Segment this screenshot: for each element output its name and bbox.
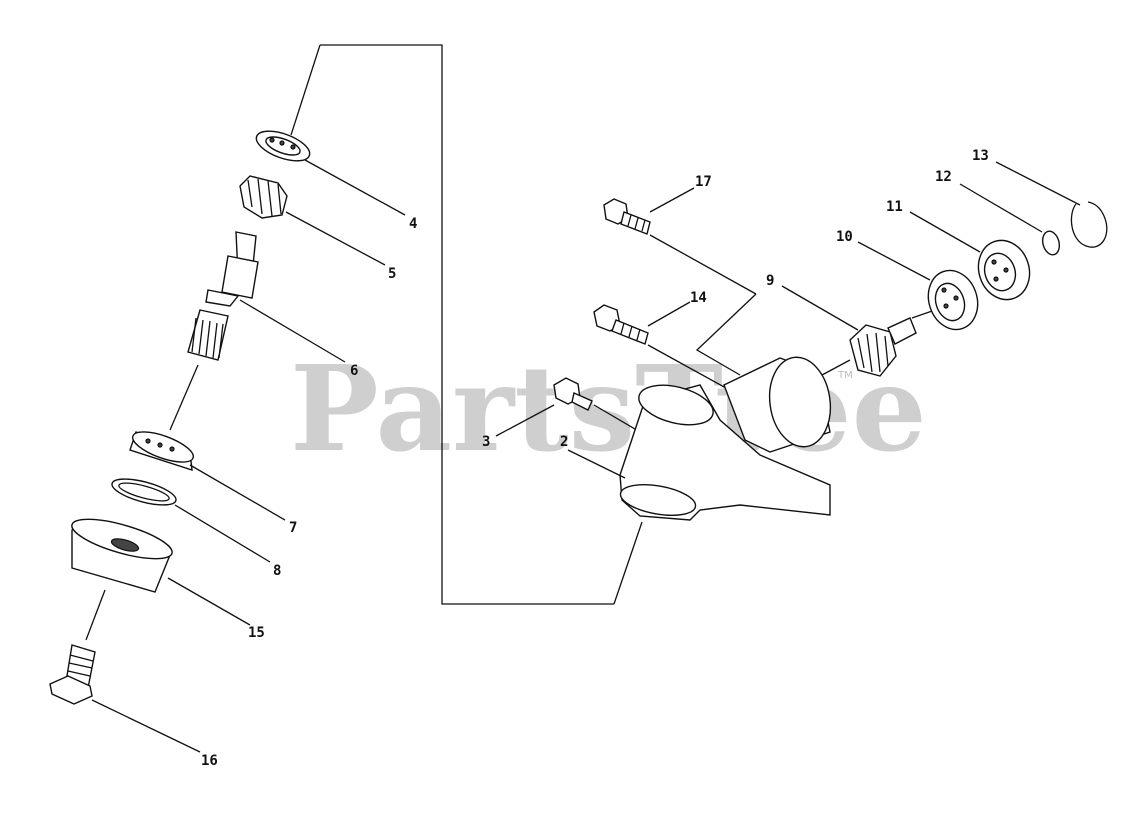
part-12-small-ring — [1041, 230, 1061, 256]
part-9-pinion-gear — [849, 317, 917, 377]
callout-13: 13 — [972, 148, 989, 164]
part-10-bearing — [927, 269, 979, 331]
watermark-text: PartsTree — [290, 339, 927, 478]
part-14-bolt — [593, 304, 649, 345]
callout-16: 16 — [201, 753, 218, 769]
callout-6: 6 — [350, 363, 358, 379]
callout-17: 17 — [695, 174, 712, 190]
part-11-bearing — [977, 239, 1031, 301]
part-8-retaining-ring — [111, 478, 177, 506]
part-15-bearing — [71, 518, 173, 593]
leader-lines — [91, 159, 1081, 753]
callout-9: 9 — [766, 273, 774, 289]
shaft-center-lines — [85, 234, 936, 641]
callout-5: 5 — [388, 266, 396, 282]
part-16-bolt — [49, 644, 96, 705]
callout-3: 3 — [482, 434, 490, 450]
part-5-bevel-gear — [239, 175, 288, 219]
part-4-bearing — [255, 130, 311, 162]
callout-15: 15 — [248, 625, 265, 641]
assembly-bracket — [290, 44, 643, 605]
callout-12: 12 — [935, 169, 952, 185]
callout-4: 4 — [409, 216, 417, 232]
callout-11: 11 — [886, 199, 903, 215]
part-2-gear-housing — [619, 356, 832, 521]
part-3-screw — [553, 377, 593, 411]
part-7-bearing — [129, 431, 195, 471]
callout-labels: 2 3 4 5 6 7 8 9 10 11 12 13 14 15 16 17 — [201, 148, 989, 769]
part-13-circlip — [1070, 201, 1108, 248]
callout-10: 10 — [836, 229, 853, 245]
callout-2: 2 — [560, 434, 568, 450]
callout-8: 8 — [273, 563, 281, 579]
part-17-bolt — [603, 198, 651, 235]
callout-14: 14 — [690, 290, 707, 306]
part-6-splined-shaft — [187, 231, 259, 361]
watermark-trademark: TM — [837, 370, 853, 381]
callout-7: 7 — [289, 520, 297, 536]
